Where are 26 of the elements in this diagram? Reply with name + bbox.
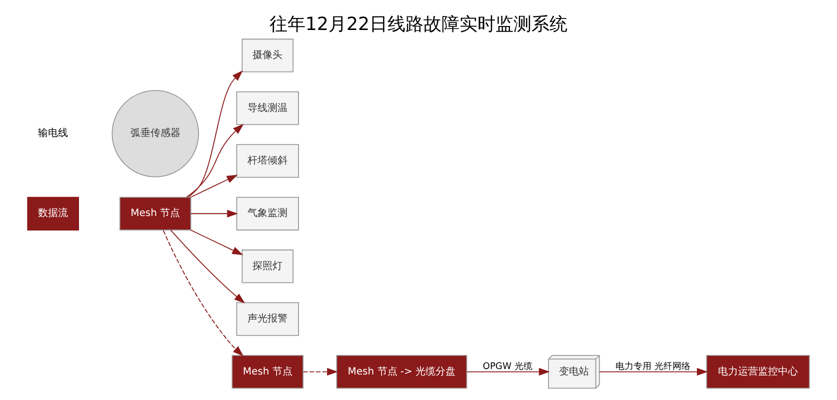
node-box: 探照灯 bbox=[242, 250, 294, 284]
arrow bbox=[170, 230, 246, 304]
edge-label: OPGW 光缆 bbox=[482, 362, 532, 372]
node-box: Mesh 节点 -> 光缆分盘 bbox=[336, 354, 468, 389]
node-box: 杆塔倾斜 bbox=[236, 144, 299, 178]
arrow bbox=[190, 210, 238, 218]
node-box: 电力运营监控中心 bbox=[706, 354, 810, 389]
arrow bbox=[162, 230, 244, 356]
node-box: 导线测温 bbox=[236, 91, 299, 125]
arrow bbox=[188, 70, 243, 198]
arrow bbox=[598, 368, 708, 376]
arrow bbox=[190, 174, 238, 198]
arrow bbox=[302, 368, 338, 376]
arrow bbox=[466, 368, 550, 376]
label: 数据流 bbox=[38, 208, 68, 220]
edge-label: 电力专用 光纤网络 bbox=[616, 362, 690, 372]
node-box: 声光报警 bbox=[236, 302, 299, 336]
node-circle: 弧垂传感器 bbox=[112, 90, 199, 178]
node-box: Mesh 节点 bbox=[119, 196, 192, 230]
diagram-title: 往年12月22日线路故障实时监测系统 bbox=[269, 14, 568, 36]
arrow bbox=[190, 230, 244, 256]
arrow bbox=[186, 124, 244, 198]
label: 输电线 bbox=[38, 128, 68, 140]
node-box: Mesh 节点 bbox=[232, 354, 304, 389]
node-box: 摄像头 bbox=[242, 38, 294, 72]
node-box: 气象监测 bbox=[236, 196, 299, 230]
